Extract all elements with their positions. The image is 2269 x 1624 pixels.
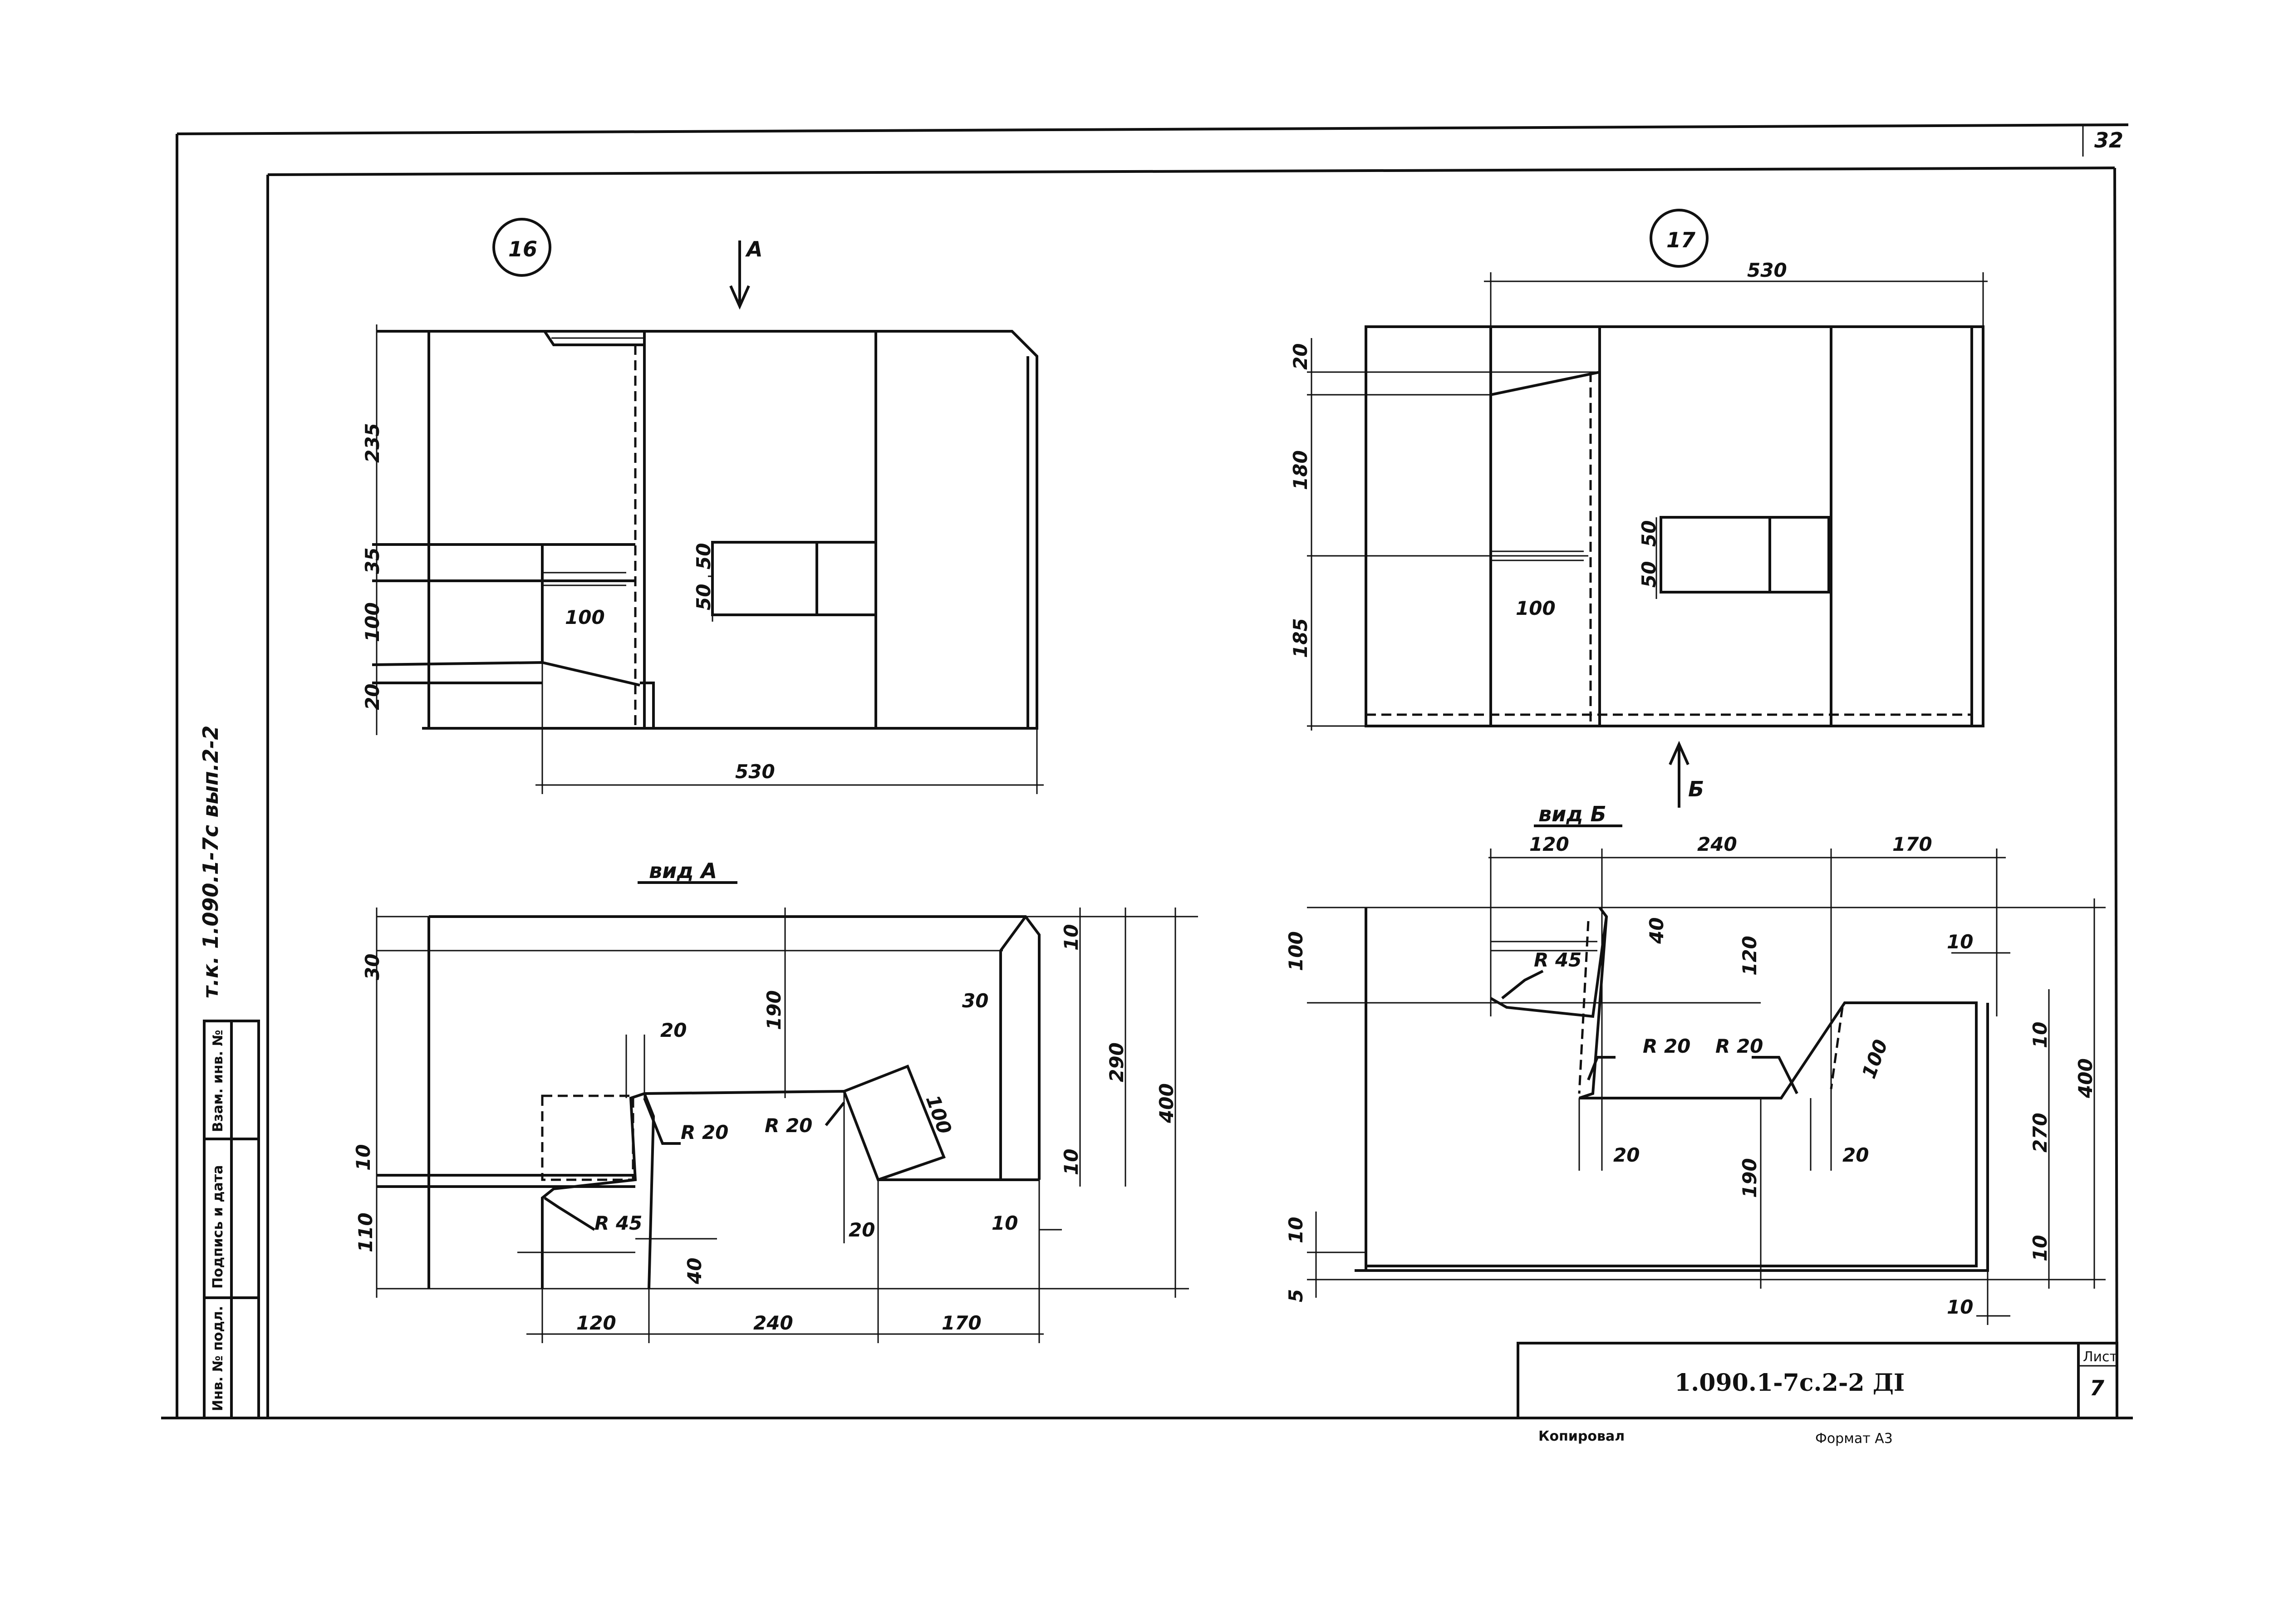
dim-b-190: 190 bbox=[1739, 1158, 1761, 1198]
dim-16-50b: 50 bbox=[692, 584, 715, 610]
dim-a-10: 10 bbox=[352, 1144, 374, 1171]
dim-b-right-10a: 10 bbox=[1947, 931, 1973, 953]
stamp-field-replace: Взам. инв. № bbox=[210, 1030, 226, 1132]
dim-a-170: 170 bbox=[942, 1312, 982, 1334]
dim-16-530: 530 bbox=[735, 760, 775, 783]
dim-17-inner-100: 100 bbox=[1516, 597, 1556, 619]
view-a-drawing bbox=[376, 881, 1198, 1343]
dim-b-left-10: 10 bbox=[1285, 1217, 1307, 1243]
detail-17-arrow-label: Б bbox=[1688, 777, 1704, 801]
dim-b-bot-20b: 20 bbox=[1842, 1144, 1869, 1166]
dim-b-120-vert: 120 bbox=[1739, 936, 1761, 976]
footer-format: Формат А3 bbox=[1815, 1431, 1893, 1447]
dim-a-right-10b: 10 bbox=[1060, 1149, 1082, 1175]
dim-a-bot-20: 20 bbox=[849, 1219, 875, 1241]
dim-b-r45: R 45 bbox=[1534, 949, 1581, 971]
dim-17-185: 185 bbox=[1289, 618, 1311, 658]
dim-17-50b: 50 bbox=[1638, 561, 1660, 588]
dim-a-top-30: 30 bbox=[962, 990, 988, 1012]
dim-a-120: 120 bbox=[576, 1312, 616, 1334]
dim-16-35: 35 bbox=[361, 548, 383, 574]
detail-16-number: 16 bbox=[508, 237, 537, 261]
dim-16-20: 20 bbox=[361, 684, 383, 710]
dim-a-r45: R 45 bbox=[594, 1212, 642, 1234]
dim-b-270: 270 bbox=[2029, 1113, 2051, 1153]
dim-a-400: 400 bbox=[1155, 1083, 1178, 1124]
stamp-column bbox=[203, 1020, 260, 1419]
dim-16-inner-100: 100 bbox=[565, 606, 605, 628]
dim-17-20: 20 bbox=[1289, 343, 1311, 370]
title-block bbox=[1517, 1342, 2118, 1419]
dim-b-120: 120 bbox=[1529, 833, 1569, 855]
dim-a-40: 40 bbox=[683, 1258, 706, 1285]
dim-b-40: 40 bbox=[1645, 917, 1668, 944]
dim-b-240: 240 bbox=[1697, 833, 1737, 855]
sheet-frame bbox=[161, 123, 2133, 1419]
dim-b-right-10b: 10 bbox=[2029, 1022, 2051, 1048]
footer-copied: Копировал bbox=[1538, 1428, 1625, 1444]
stamp-field-sign: Подпись и дата bbox=[210, 1165, 226, 1289]
dim-b-400: 400 bbox=[2074, 1058, 2097, 1099]
dim-b-right-10c: 10 bbox=[2029, 1235, 2051, 1261]
dim-b-r20b: R 20 bbox=[1715, 1035, 1763, 1057]
detail-17-drawing bbox=[1307, 209, 1988, 808]
dim-b-r20a: R 20 bbox=[1643, 1035, 1690, 1057]
dim-b-d100: 100 bbox=[1857, 1036, 1892, 1081]
dim-16-50a: 50 bbox=[692, 543, 715, 569]
side-label: т.к. 1.090.1-7с вып.2-2 bbox=[198, 726, 223, 998]
dim-a-240: 240 bbox=[753, 1312, 793, 1334]
stamp-field-inv: Инв. № подл. bbox=[210, 1306, 226, 1411]
dim-17-50a: 50 bbox=[1638, 520, 1660, 547]
dim-16-235: 235 bbox=[361, 423, 383, 463]
detail-16-arrow-label: А bbox=[745, 237, 763, 261]
title-block-sheet-label: Лист bbox=[2083, 1349, 2117, 1365]
dim-a-right-10a: 10 bbox=[1060, 924, 1082, 951]
dim-b-left-5: 5 bbox=[1285, 1289, 1307, 1302]
detail-17-number: 17 bbox=[1666, 228, 1695, 252]
dim-16-100: 100 bbox=[361, 602, 383, 642]
view-b-drawing bbox=[1307, 824, 2106, 1325]
title-block-code: 1.090.1-7с.2-2 ДI bbox=[1675, 1369, 1905, 1397]
detail-16-drawing bbox=[372, 218, 1044, 794]
dim-17-180: 180 bbox=[1289, 450, 1311, 490]
sheet-number: 32 bbox=[2094, 128, 2123, 152]
dim-a-r20b: R 20 bbox=[765, 1114, 812, 1137]
dim-a-r20a: R 20 bbox=[681, 1121, 728, 1143]
dim-a-top-20: 20 bbox=[660, 1019, 687, 1041]
view-b-title: вид Б bbox=[1538, 802, 1606, 826]
dim-b-bot-20a: 20 bbox=[1613, 1144, 1640, 1166]
dim-b-left-100: 100 bbox=[1285, 931, 1307, 971]
dim-b-170: 170 bbox=[1892, 833, 1932, 855]
dim-a-110: 110 bbox=[354, 1212, 377, 1252]
dim-a-bot-10: 10 bbox=[992, 1212, 1018, 1234]
dim-17-530: 530 bbox=[1747, 259, 1787, 281]
title-block-sheet-value: 7 bbox=[2090, 1376, 2104, 1400]
view-a-title: вид А bbox=[649, 859, 717, 883]
dim-a-290: 290 bbox=[1105, 1042, 1128, 1082]
dim-a-30: 30 bbox=[361, 954, 383, 980]
dim-b-bot-10: 10 bbox=[1947, 1296, 1973, 1318]
dim-a-190: 190 bbox=[763, 990, 785, 1030]
